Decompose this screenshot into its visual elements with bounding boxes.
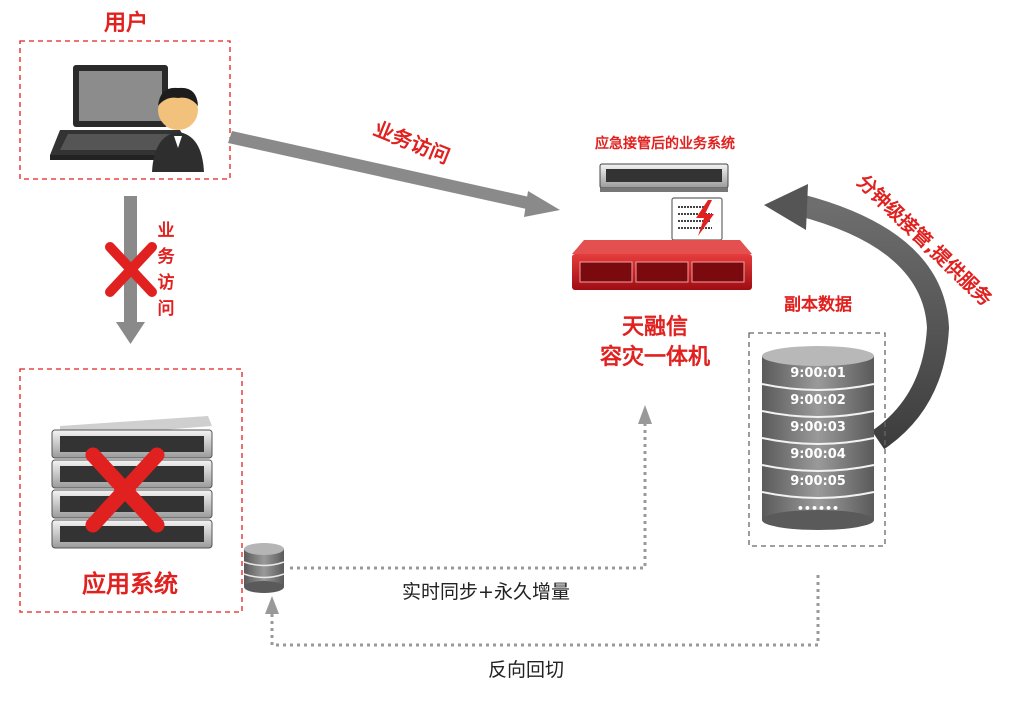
app-system-group: 应用系统: [19, 368, 243, 613]
replica-time-5: 9:00:05: [790, 474, 846, 489]
emergency-title: 应急接管后的业务系统: [595, 135, 735, 152]
diagonal-access-label: 业务访问: [370, 116, 453, 168]
user-title: 用户: [104, 10, 148, 36]
blocked-x-icon: [105, 242, 157, 297]
laptop-icon: [50, 65, 195, 160]
replica-time-3: 9:00:03: [790, 420, 846, 435]
takeover-server-icon: [599, 163, 729, 192]
sync-dotted-arrow: [290, 405, 652, 570]
person-icon: [152, 87, 204, 172]
replica-title: 副本数据: [784, 294, 852, 315]
replica-db-stack-icon: [761, 346, 875, 530]
reverse-dotted-arrow: [265, 575, 820, 647]
appliance-name-line2: 容灾一体机: [600, 344, 710, 370]
diagonal-access-arrow: [228, 131, 560, 217]
user-dashed-box: [19, 40, 231, 180]
vertical-access-char-2: 务: [158, 246, 176, 267]
sync-label: 实时同步+永久增量: [402, 581, 570, 603]
source-database-icon: [243, 543, 285, 593]
vertical-access-char-3: 访: [158, 272, 175, 293]
replica-dashed-box: [748, 332, 886, 547]
vertical-access-char-4: 问: [158, 298, 175, 319]
disaster-recovery-appliance-icon: [572, 240, 752, 290]
replica-time-more: ••••••: [797, 502, 839, 515]
app-failure-x-icon: [85, 447, 165, 533]
appliance-name-line1: 天融信: [622, 314, 688, 340]
replica-time-2: 9:00:02: [790, 393, 846, 408]
app-system-dashed-box: [19, 368, 243, 613]
data-document-icon: [671, 197, 723, 241]
app-system-title: 应用系统: [82, 570, 178, 598]
vertical-access-label: 业 务 访 问: [158, 221, 176, 319]
user-group: 用户: [19, 10, 231, 180]
replica-time-1: 9:00:01: [790, 366, 846, 381]
reverse-label: 反向回切: [488, 659, 564, 681]
vertical-access-arrow: [116, 196, 145, 344]
vertical-access-char-1: 业: [158, 221, 175, 241]
takeover-curved-arrow: [764, 184, 950, 450]
replica-time-4: 9:00:04: [790, 447, 846, 462]
